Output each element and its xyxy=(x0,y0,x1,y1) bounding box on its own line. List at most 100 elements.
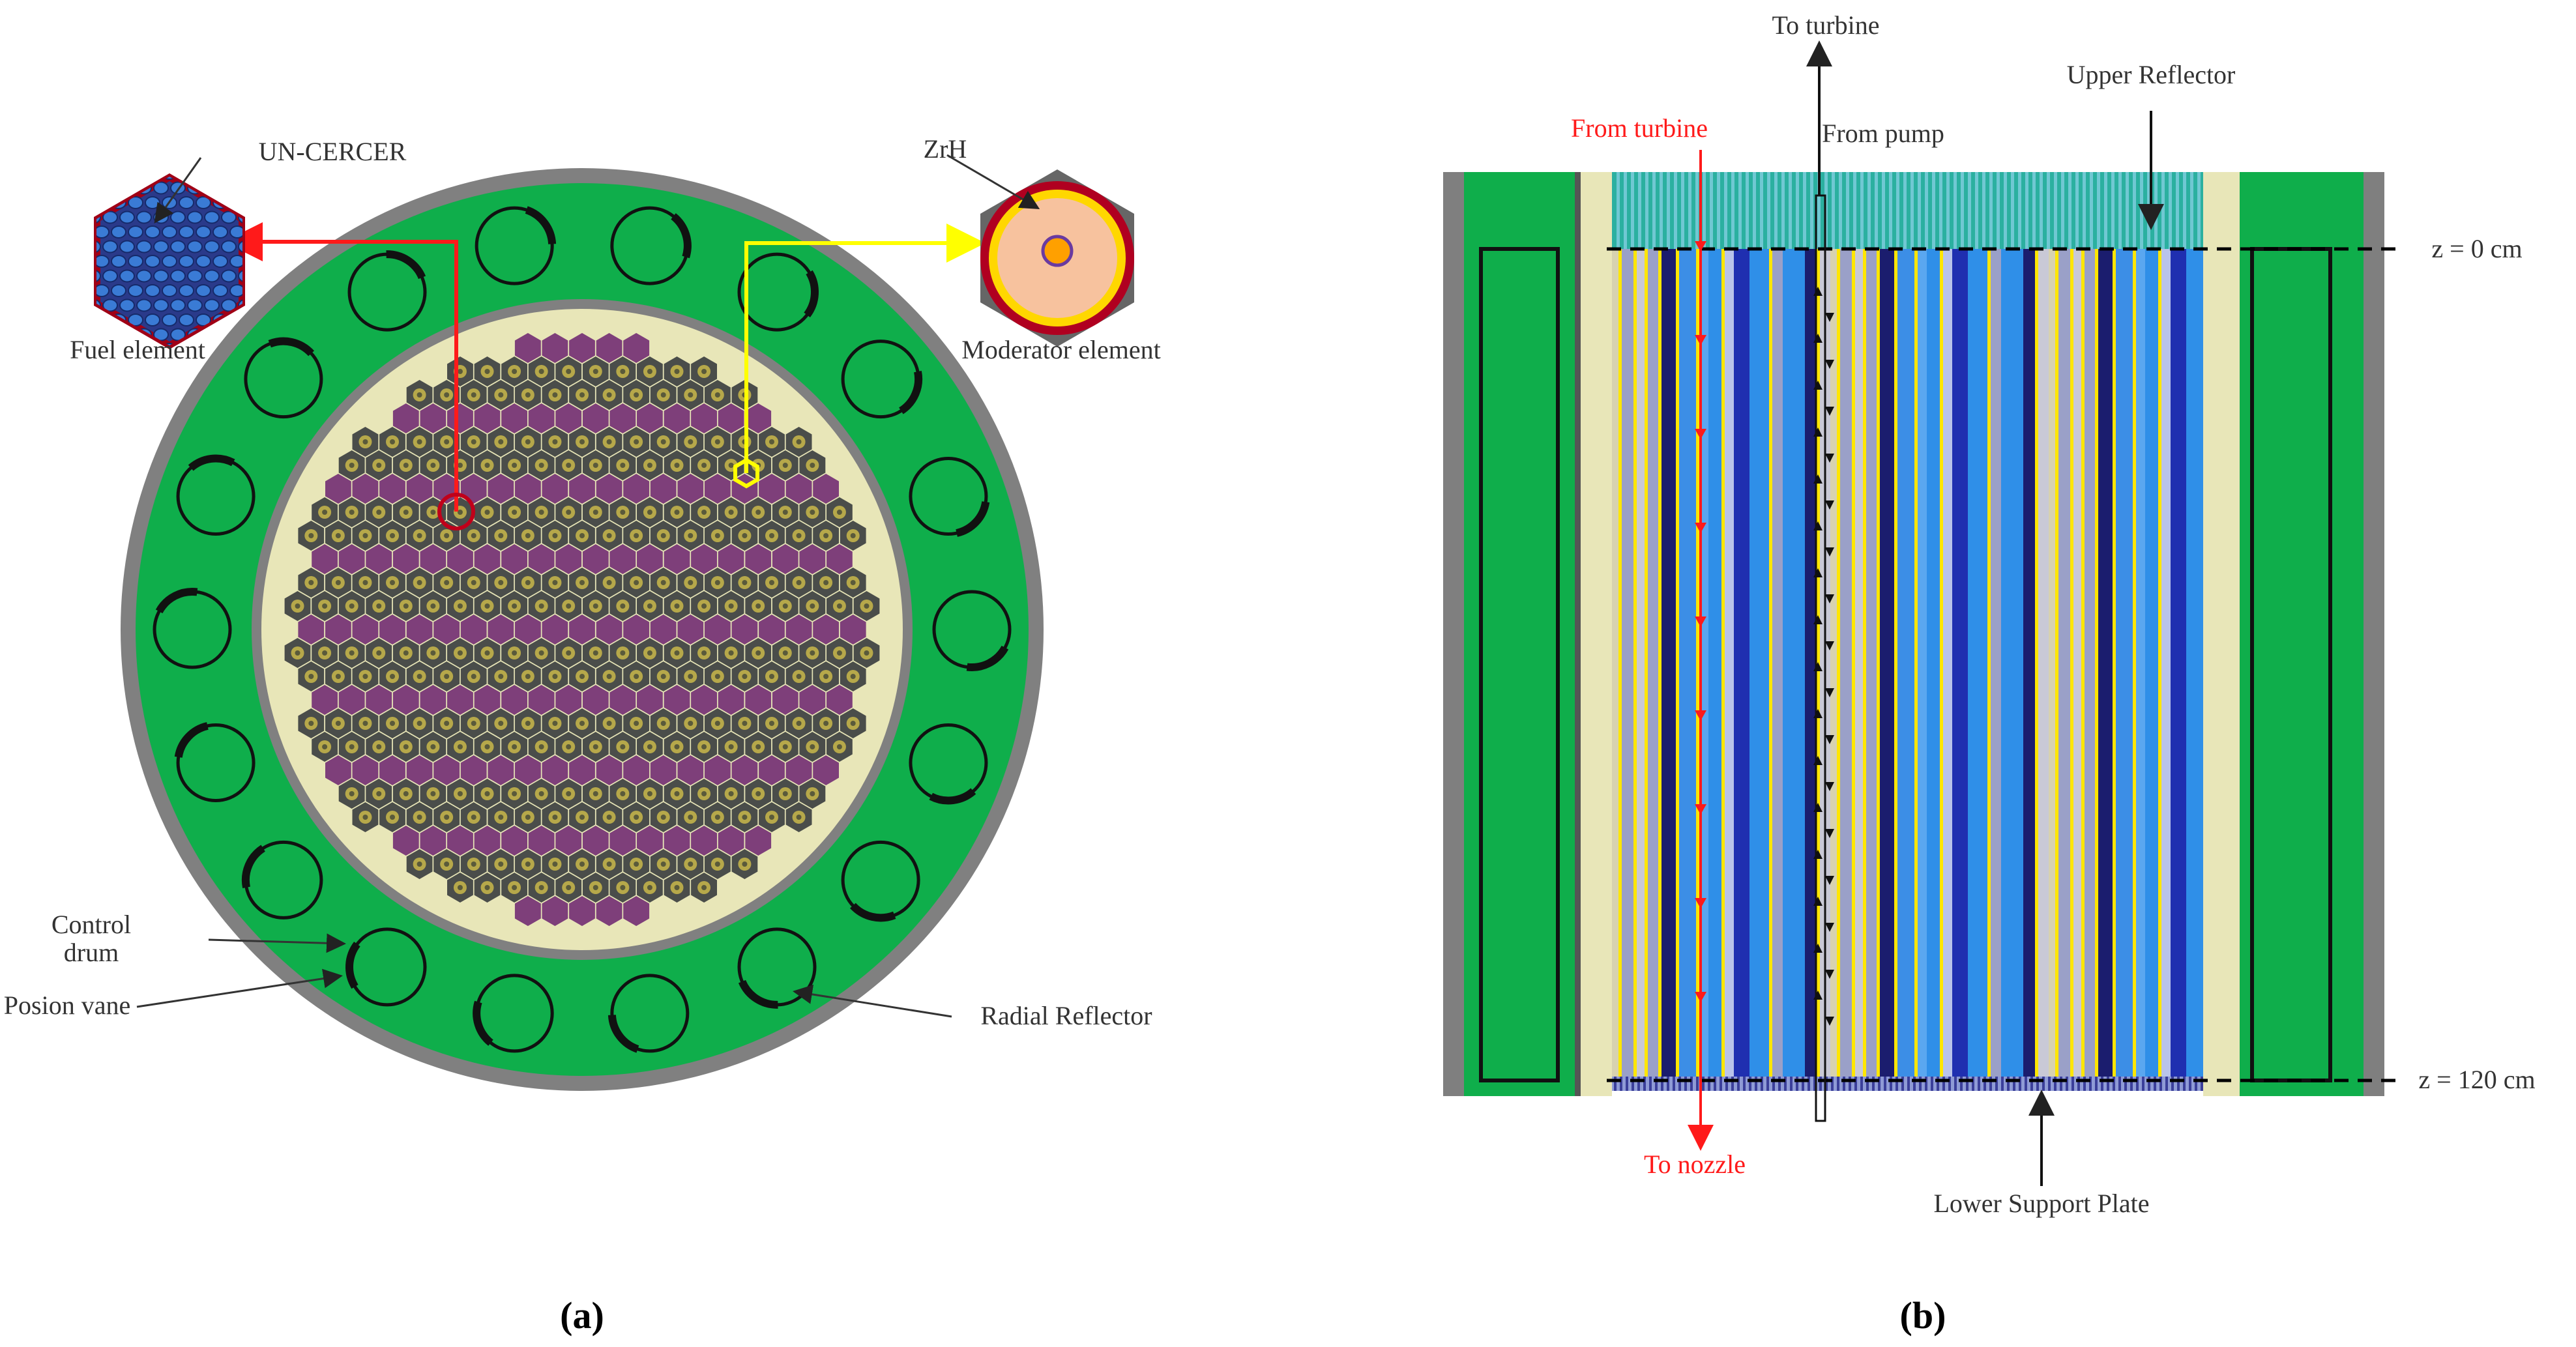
support-plate-stripe xyxy=(1637,1077,1640,1091)
moderator-core xyxy=(810,791,815,796)
vessel-wall-right xyxy=(2364,172,2384,1096)
flow-arrow-down xyxy=(1825,829,1834,838)
core-channel xyxy=(2116,249,2133,1077)
fuel-pin xyxy=(128,225,143,239)
support-plate-stripe xyxy=(1796,1077,1798,1091)
fuel-cell xyxy=(637,544,663,574)
control-drum xyxy=(841,840,920,922)
fuel-pin xyxy=(96,225,110,239)
moderator-core xyxy=(755,650,761,656)
upper-reflector-stripe xyxy=(1674,172,1677,249)
moderator-core xyxy=(552,721,558,726)
fuel-cell xyxy=(596,333,622,363)
support-plate-stripe xyxy=(2060,1077,2062,1091)
upper-reflector-stripe xyxy=(2118,172,2122,249)
moderator-core xyxy=(755,791,761,796)
fuel-pin xyxy=(61,285,75,297)
fuel-pin xyxy=(96,177,110,180)
upper-reflector-stripe xyxy=(1724,172,1727,249)
fuel-pin xyxy=(78,285,92,297)
moderator-core xyxy=(768,439,774,444)
fuel-cell xyxy=(514,755,541,785)
fuel-cell xyxy=(718,685,744,715)
support-plate-stripe xyxy=(1948,1077,1951,1091)
fuel-pin xyxy=(256,182,270,194)
support-plate-stripe xyxy=(1937,1077,1939,1091)
support-plate-stripe xyxy=(2189,1077,2191,1091)
moderator-core xyxy=(660,674,666,679)
moderator-core xyxy=(647,885,652,890)
moderator-core xyxy=(376,791,382,796)
moderator-core xyxy=(498,721,504,726)
moderator-core xyxy=(714,862,720,867)
moderator-core xyxy=(349,744,355,749)
core-channel xyxy=(1772,249,1783,1077)
fuel-pin xyxy=(136,269,152,283)
moderator-core xyxy=(335,580,341,585)
moderator-core xyxy=(850,580,856,585)
moderator-core xyxy=(390,721,396,726)
support-plate-stripe xyxy=(2159,1077,2162,1091)
core-channel xyxy=(2035,249,2038,1077)
fuel-pin xyxy=(264,197,278,209)
upper-reflector-stripe xyxy=(2183,172,2186,249)
upper-reflector-stripe xyxy=(1846,172,1849,249)
fuel-pin xyxy=(102,269,118,283)
fuel-pin xyxy=(61,197,75,209)
moderator-core xyxy=(714,815,720,820)
moderator-core xyxy=(376,744,382,749)
fuel-cell xyxy=(569,896,595,926)
control-drum xyxy=(244,337,323,419)
flow-arrow-down xyxy=(1695,335,1706,345)
moderator-core xyxy=(512,463,518,468)
fuel-pin xyxy=(162,313,177,326)
fuel-pin xyxy=(96,284,110,297)
upper-reflector-stripe xyxy=(1746,172,1749,249)
fuel-pin xyxy=(162,284,177,297)
flow-arrow-down xyxy=(1825,454,1834,463)
support-plate-stripe xyxy=(1632,1077,1634,1091)
fuel-pin xyxy=(154,153,168,165)
fuel-pin xyxy=(204,328,220,341)
moderator-core xyxy=(701,744,707,749)
moderator-core xyxy=(647,510,652,515)
upper-reflector-stripe xyxy=(1753,172,1756,249)
fuel-pin xyxy=(204,240,220,253)
moderator-core xyxy=(566,885,572,890)
fuel-pin xyxy=(281,255,295,267)
core-channel xyxy=(2038,249,2049,1077)
support-plate-stripe xyxy=(1919,1077,1922,1091)
fuel-pin xyxy=(44,197,58,209)
fuel-cell xyxy=(813,615,839,645)
core-channel xyxy=(1734,249,1749,1077)
moderator-core xyxy=(457,650,463,656)
moderator-core xyxy=(403,510,409,515)
fuel-cell xyxy=(542,333,568,363)
support-plate-stripe xyxy=(1872,1077,1875,1091)
fuel-cell xyxy=(338,685,365,715)
core-channel xyxy=(2113,249,2116,1077)
support-plate-stripe xyxy=(1790,1077,1793,1091)
moderator-core xyxy=(714,721,720,726)
moderator-core xyxy=(552,533,558,538)
moderator-core xyxy=(430,463,436,468)
fuel-cell xyxy=(501,826,527,856)
fuel-pin xyxy=(153,240,169,253)
moderator-core xyxy=(688,392,694,398)
fuel-cell xyxy=(799,685,826,715)
core-channel xyxy=(1940,249,1943,1077)
fuel-cell xyxy=(609,685,636,715)
upper-reflector-stripe xyxy=(1932,172,1935,249)
caption-b: (b) xyxy=(1900,1294,1946,1337)
moderator-core xyxy=(349,791,355,796)
fuel-cell xyxy=(406,474,433,504)
support-plate-stripe xyxy=(1784,1077,1787,1091)
control-drum xyxy=(241,840,323,920)
fuel-cell xyxy=(664,685,690,715)
fuel-cell xyxy=(555,826,582,856)
flow-arrow-up xyxy=(1813,334,1822,343)
fuel-cell xyxy=(420,685,446,715)
fuel-pin xyxy=(78,167,92,179)
flow-arrow-up xyxy=(1813,991,1822,1000)
moderator-core xyxy=(430,603,436,609)
